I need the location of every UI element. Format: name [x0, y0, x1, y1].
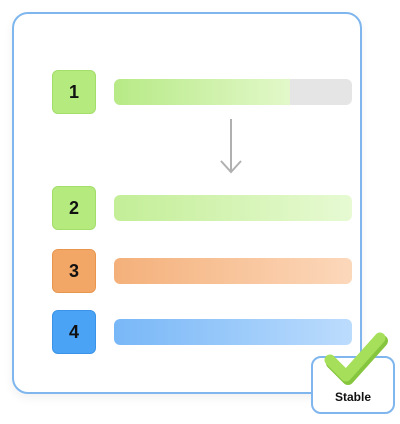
arrow-down-icon — [220, 119, 242, 174]
step-number-badge: 4 — [52, 310, 96, 354]
step-row-2: 2 — [52, 186, 352, 230]
progress-fill — [114, 258, 352, 284]
step-row-4: 4 — [52, 310, 352, 354]
step-number-badge: 2 — [52, 186, 96, 230]
step-number-badge: 1 — [52, 70, 96, 114]
checkmark-icon — [324, 332, 388, 385]
step-row-3: 3 — [52, 249, 352, 293]
progress-track — [114, 319, 352, 345]
step-number-badge: 3 — [52, 249, 96, 293]
progress-track — [114, 79, 352, 105]
diagram-card: 1 2 3 4 — [12, 12, 362, 394]
status-label: Stable — [334, 390, 371, 404]
progress-fill — [114, 195, 352, 221]
step-row-1: 1 — [52, 70, 352, 114]
progress-track — [114, 258, 352, 284]
progress-fill — [114, 319, 352, 345]
progress-track — [114, 195, 352, 221]
progress-fill — [114, 79, 291, 105]
